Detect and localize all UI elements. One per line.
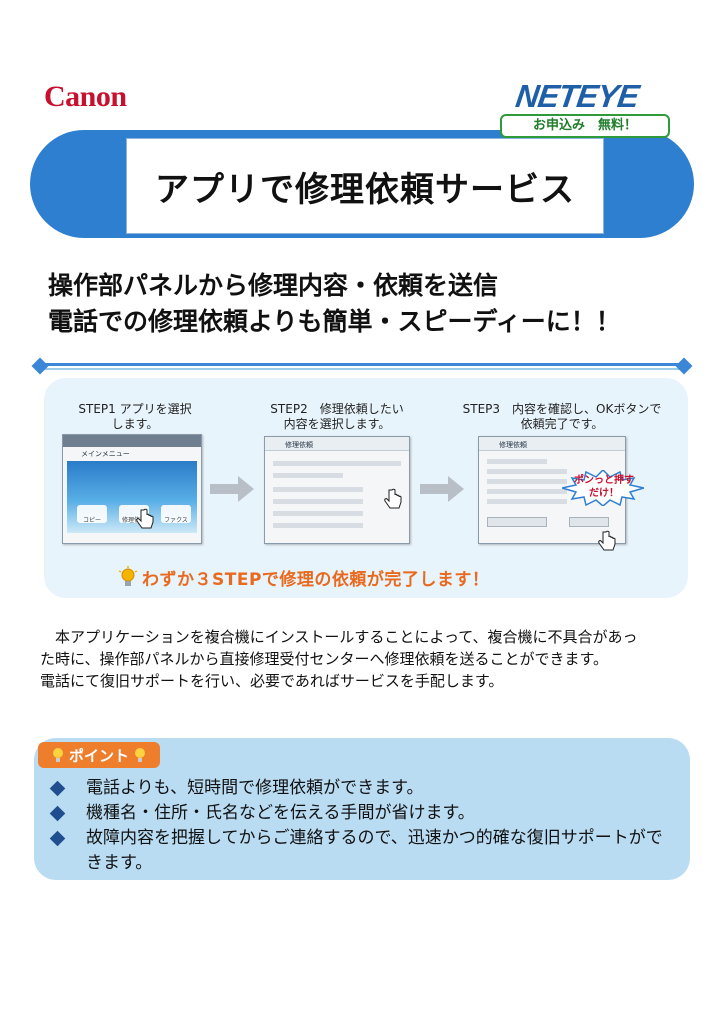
- pointing-hand-icon: [136, 508, 154, 529]
- section-divider: [31, 357, 693, 375]
- step1-screenshot: メインメニュー コピー 修理依頼 ファクス: [62, 434, 202, 544]
- diamond-bullet-icon: [49, 830, 66, 847]
- point-item: 機種名・住所・氏名などを伝える手間が省けます。: [49, 801, 670, 826]
- point-list: 電話よりも、短時間で修理依頼ができます。 機種名・住所・氏名などを伝える手間が省…: [49, 776, 670, 876]
- point-item: 故障内容を把握してからご連絡するので、迅速かつ的確な復旧サポートができます。: [49, 826, 670, 876]
- confirm-screen-title: 修理依頼: [479, 437, 625, 451]
- lightbulb-icon: [118, 565, 138, 586]
- point-tab: ポイント: [38, 742, 160, 768]
- repair-screen-title: 修理依頼: [265, 437, 409, 451]
- neteye-logo: NETEYE: [513, 78, 641, 114]
- summary-text: わずか３STEPで修理の依頼が完了します！: [142, 570, 490, 590]
- fax-tile[interactable]: ファクス: [161, 505, 191, 524]
- headline-line-2: 電話での修理依頼よりも簡単・スピーディーに！！: [48, 307, 621, 336]
- step1-label: STEP1 アプリを選択します。: [78, 402, 192, 431]
- diamond-icon: [31, 357, 49, 375]
- step2-label: STEP2 修理依頼したい内容を選択します。: [270, 402, 404, 431]
- copy-tile[interactable]: コピー: [77, 505, 107, 524]
- starburst-callout: [562, 470, 644, 506]
- step3-label: STEP3 内容を確認し、OKボタンで依頼完了です。: [462, 402, 662, 431]
- lightbulb-icon: [135, 748, 145, 762]
- diamond-bullet-icon: [49, 805, 66, 822]
- arrow-right-icon: [420, 476, 466, 502]
- diamond-icon: [675, 357, 693, 375]
- pointing-hand-icon: [598, 530, 616, 551]
- diamond-bullet-icon: [49, 780, 66, 797]
- point-item: 電話よりも、短時間で修理依頼ができます。: [49, 776, 670, 801]
- main-menu-title: メインメニュー: [81, 450, 130, 458]
- point-label: ポイント: [68, 746, 129, 765]
- burst-text: ポンっと押すだけ！: [574, 475, 634, 499]
- step3-screenshot: 修理依頼: [478, 436, 626, 544]
- summary-callout: わずか３STEPで修理の依頼が完了します！: [118, 565, 489, 590]
- lightbulb-icon: [52, 748, 63, 762]
- arrow-right-icon: [210, 476, 256, 502]
- page-title: アプリで修理依頼サービス: [126, 138, 604, 234]
- headline-line-1: 操作部パネルから修理内容・依頼を送信: [48, 271, 499, 300]
- pointing-hand-icon: [384, 488, 402, 509]
- canon-logo: Canon: [44, 80, 127, 113]
- step2-screenshot: 修理依頼: [264, 436, 410, 544]
- body-paragraph: 本アプリケーションを複合機にインストールすることによって、複合機に不具合があっ …: [40, 628, 638, 690]
- free-application-badge: お申込み 無料！: [500, 114, 670, 138]
